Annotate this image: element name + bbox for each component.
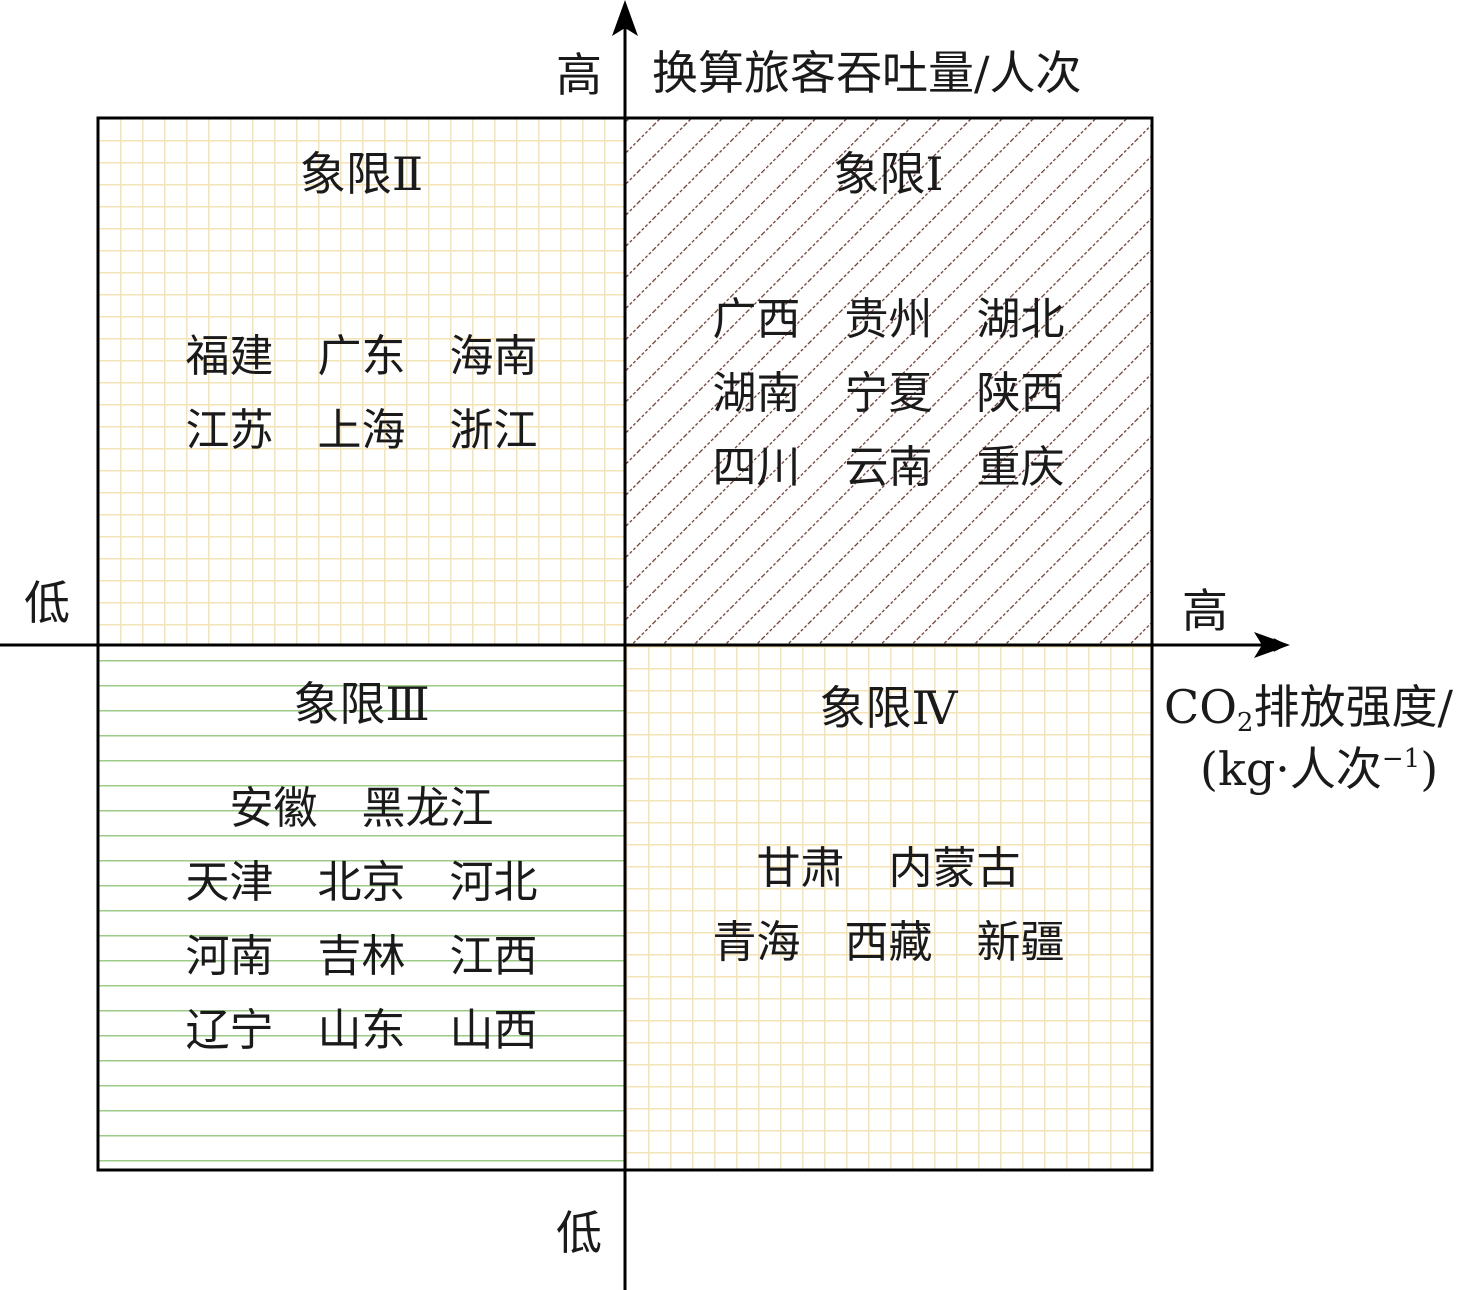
x-axis-low-label: 低	[24, 576, 70, 630]
x-axis-unit-superscript: −1	[1381, 744, 1421, 774]
y-axis-low-label: 低	[556, 1206, 602, 1260]
quadrant-2-provinces: 福建 广东 海南 江苏 上海 浙江	[98, 320, 625, 468]
x-axis-unit-open: (kg·人次	[1200, 742, 1382, 796]
province-row: 河南 吉林 江西	[185, 931, 538, 982]
x-axis-title-main: 排放强度/	[1253, 680, 1453, 734]
x-axis-high-label: 高	[1182, 584, 1228, 638]
x-axis-title: CO2排放强度/	[1164, 684, 1453, 736]
x-axis-title-prefix: CO	[1164, 680, 1237, 734]
x-axis-arrow-icon	[1254, 632, 1290, 658]
quadrant-1-provinces: 广西 贵州 湖北 湖南 宁夏 陕西 四川 云南 重庆	[625, 283, 1152, 505]
quadrant-3-title: 象限Ⅲ	[293, 677, 430, 731]
province-row: 安徽 黑龙江	[229, 783, 494, 834]
quadrant-1-area	[625, 118, 1152, 645]
province-row: 福建 广东 海南	[185, 331, 538, 382]
quadrant-2-title: 象限Ⅱ	[299, 147, 424, 201]
quadrant-4-title: 象限Ⅳ	[819, 681, 958, 735]
y-axis-arrow-icon	[612, 0, 638, 36]
province-row: 四川 云南 重庆	[712, 442, 1065, 493]
x-axis-unit: (kg·人次−1)	[1200, 746, 1438, 792]
y-axis-title: 换算旅客吞吐量/人次	[652, 46, 1082, 100]
province-row: 青海 西藏 新疆	[712, 917, 1065, 968]
y-axis-high-label: 高	[556, 48, 602, 102]
province-row: 湖南 宁夏 陕西	[712, 368, 1065, 419]
province-row: 江苏 上海 浙江	[185, 405, 538, 456]
x-axis-unit-close: )	[1420, 742, 1439, 796]
x-axis-title-subscript: 2	[1236, 708, 1254, 738]
quadrant-3-provinces: 安徽 黑龙江 天津 北京 河北 河南 吉林 江西 辽宁 山东 山西	[98, 772, 625, 1068]
province-row: 广西 贵州 湖北	[712, 294, 1065, 345]
province-row: 甘肃 内蒙古	[756, 843, 1021, 894]
quadrant-2-area	[98, 118, 625, 645]
quadrant-4-provinces: 甘肃 内蒙古 青海 西藏 新疆	[625, 832, 1152, 980]
quadrant-1-title: 象限Ⅰ	[833, 147, 944, 201]
quadrant-4-area	[625, 645, 1152, 1170]
province-row: 辽宁 山东 山西	[185, 1005, 538, 1056]
quadrant-3-area	[98, 645, 625, 1170]
province-row: 天津 北京 河北	[185, 857, 538, 908]
